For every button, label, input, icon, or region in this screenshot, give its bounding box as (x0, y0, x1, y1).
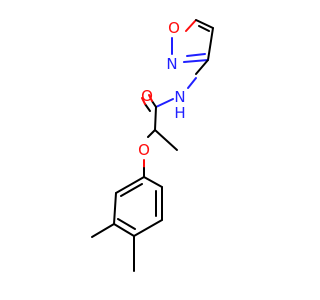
bond-co-double-d (141, 97, 146, 105)
bond-ar6-ar1 (115, 176, 145, 194)
bond-c3-nh-n (187, 77, 197, 89)
bond-ar1-ar2 (143, 176, 163, 188)
bond-ar5-ar6 (113, 192, 117, 225)
chemical-structure: O N N H O O (91, 19, 214, 272)
bond-nh-carbonyl (155, 98, 174, 108)
bond-c4-c5 (195, 19, 214, 29)
bond-alpha-ether (147, 129, 156, 138)
bond-c4-c5-inner (198, 25, 210, 32)
bond-c3-n2 (183, 59, 209, 63)
bond-c3-nh (195, 59, 209, 75)
bond-ar4-ar5-inner (117, 218, 136, 230)
bond-co-double-c (144, 103, 151, 112)
bond-c3-c4 (207, 27, 214, 61)
bond-carbonyl-alpha (154, 106, 157, 131)
bond-c3-n2-inner (186, 53, 206, 57)
atom-label-ether-o: O (138, 141, 150, 159)
atom-label-isoxazole-n: N (166, 55, 177, 73)
bond-ar6-ar1-inner (120, 183, 143, 197)
atom-label-amide-h: H (174, 104, 185, 122)
structure-canvas: O N N H O O (91, 19, 214, 272)
bond-co-double-b (148, 94, 153, 102)
atom-label-carbonyl-o: O (141, 87, 153, 105)
bond-c5-o1 (185, 19, 197, 32)
bond-alpha-methyl (154, 129, 178, 151)
atom-label-isoxazole-o: O (168, 19, 180, 37)
bond-co-double-a (151, 100, 157, 108)
atom-label-amide-n: N (174, 88, 185, 106)
bond-ar5-methyl (91, 223, 115, 238)
bond-ar3-ar4 (133, 219, 163, 237)
bond-ar4-ar5 (113, 223, 135, 237)
